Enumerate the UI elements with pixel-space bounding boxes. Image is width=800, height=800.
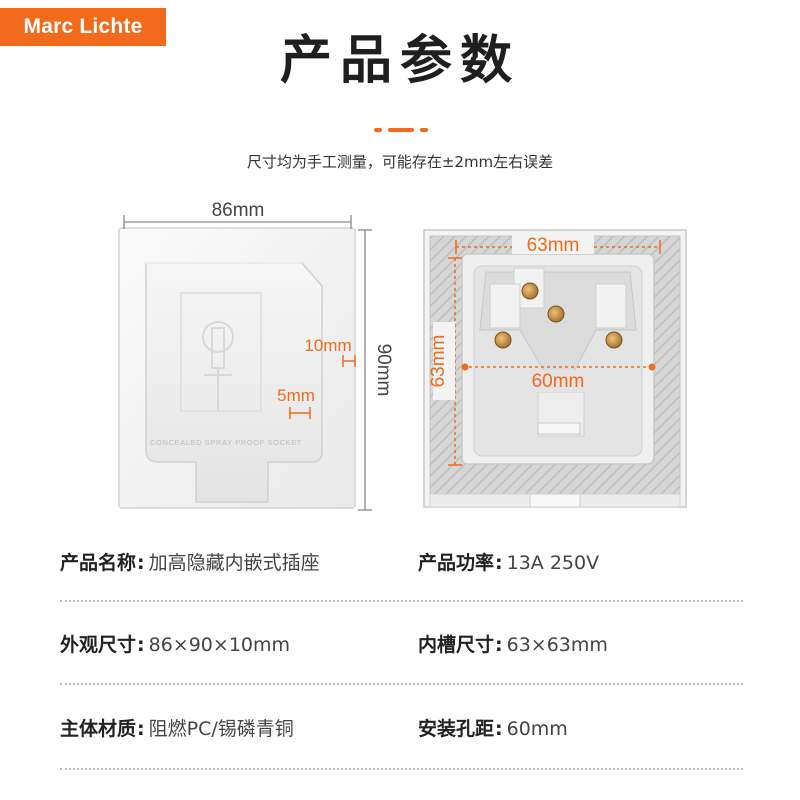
spec-product-name: 产品名称:加高隐藏内嵌式插座 (60, 552, 320, 574)
mounting-hole-left-icon (461, 363, 469, 371)
row-divider (60, 683, 743, 685)
spec-power: 产品功率:13A 250V (418, 552, 600, 574)
row-divider (60, 768, 743, 770)
product-diagram: CONCEALED SPRAY PROOF SOCKET 86mm 90mm 1… (118, 200, 687, 511)
spec-outer-size: 外观尺寸:86×90×10mm (60, 634, 291, 656)
inner-height-label: 63mm (428, 335, 449, 388)
width-dimension-label: 86mm (212, 200, 265, 221)
measurement-note: 尺寸均为手工测量，可能存在±2mm左右误差 (246, 153, 554, 171)
spec-material: 主体材质:阻燃PC/锡磷青铜 (60, 718, 294, 740)
earth-terminal-screw-icon (521, 282, 539, 300)
spec-row: 产品名称:加高隐藏内嵌式插座 产品功率:13A 250V (0, 548, 800, 588)
depth-outer-label: 10mm (304, 336, 351, 355)
mounting-hole-right-icon (648, 363, 656, 371)
cover-marking: CONCEALED SPRAY PROOF SOCKET (150, 438, 302, 447)
front-view: CONCEALED SPRAY PROOF SOCKET 86mm 90mm 1… (118, 200, 394, 511)
inner-width-label: 63mm (527, 235, 580, 256)
hole-spacing-label: 60mm (532, 371, 585, 392)
row-divider (60, 600, 743, 602)
live-terminal-screw-icon (494, 331, 512, 349)
accent-dot (374, 128, 382, 132)
accent-dot (420, 128, 428, 132)
depth-inner-label: 5mm (277, 386, 315, 405)
spec-hole-spacing: 安装孔距:60mm (418, 718, 568, 740)
terminal-screw-icon (547, 305, 565, 323)
neutral-terminal-screw-icon (605, 331, 623, 349)
spec-inner-size: 内槽尺寸:63×63mm (418, 634, 608, 656)
inner-view: 63mm 63mm 60mm (423, 229, 687, 508)
spec-row: 主体材质:阻燃PC/锡磷青铜 安装孔距:60mm (0, 714, 800, 754)
height-dimension-label: 90mm (373, 344, 394, 397)
page-title: 产品参数 (279, 31, 520, 91)
accent-bar (388, 128, 414, 132)
spec-row: 外观尺寸:86×90×10mm 内槽尺寸:63×63mm (0, 630, 800, 670)
plug-embossed-icon (202, 321, 234, 410)
brand-logo: Marc Lichte (0, 8, 166, 46)
